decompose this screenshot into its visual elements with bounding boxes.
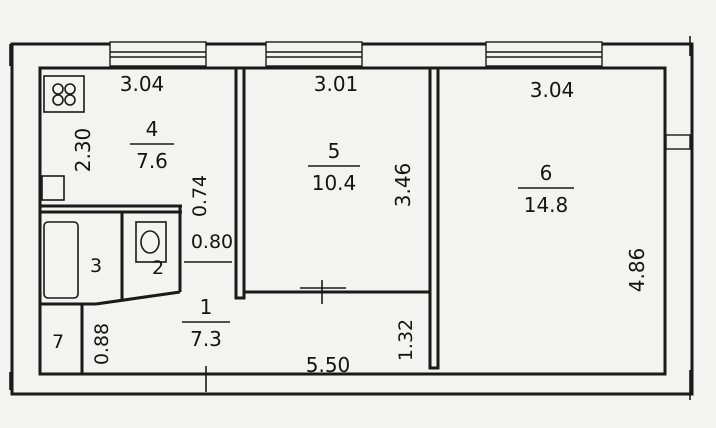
fixtures: [41, 75, 167, 299]
small-dimensions: 0.74 0.80 0.88 1.32: [91, 175, 417, 365]
svg-text:14.8: 14.8: [524, 193, 569, 217]
room-3-label: 3: [90, 255, 102, 277]
interior-walls: [40, 66, 440, 392]
svg-text:5.50: 5.50: [306, 353, 351, 377]
room-7-label: 7: [52, 331, 64, 353]
svg-text:1.32: 1.32: [395, 319, 417, 361]
room-1-label: 1 7.3 5.50: [182, 295, 350, 377]
svg-text:2: 2: [152, 257, 164, 279]
room-5-label: 3.01 5 10.4 3.46: [308, 72, 415, 207]
svg-text:0.74: 0.74: [189, 175, 211, 217]
svg-text:7.3: 7.3: [190, 327, 222, 351]
svg-text:4: 4: [146, 117, 159, 141]
room-2-label: 2: [152, 257, 164, 279]
svg-text:3.04: 3.04: [530, 78, 575, 102]
room-4-label: 3.04 2.30 4 7.6: [71, 72, 174, 173]
svg-text:3.01: 3.01: [314, 72, 359, 96]
svg-text:6: 6: [540, 161, 553, 185]
windows: [109, 41, 691, 150]
svg-text:5: 5: [328, 139, 341, 163]
svg-text:2.30: 2.30: [71, 128, 95, 173]
svg-text:4.86: 4.86: [625, 248, 649, 293]
svg-text:0.88: 0.88: [91, 323, 113, 365]
svg-text:3: 3: [90, 255, 102, 277]
svg-text:7.6: 7.6: [136, 149, 168, 173]
svg-text:3.46: 3.46: [391, 163, 415, 208]
svg-text:10.4: 10.4: [312, 171, 357, 195]
svg-text:7: 7: [52, 331, 64, 353]
svg-text:3.04: 3.04: [120, 72, 165, 96]
svg-text:0.80: 0.80: [191, 231, 233, 253]
room-6-label: 3.04 6 14.8 4.86: [518, 78, 649, 292]
svg-text:1: 1: [200, 295, 213, 319]
